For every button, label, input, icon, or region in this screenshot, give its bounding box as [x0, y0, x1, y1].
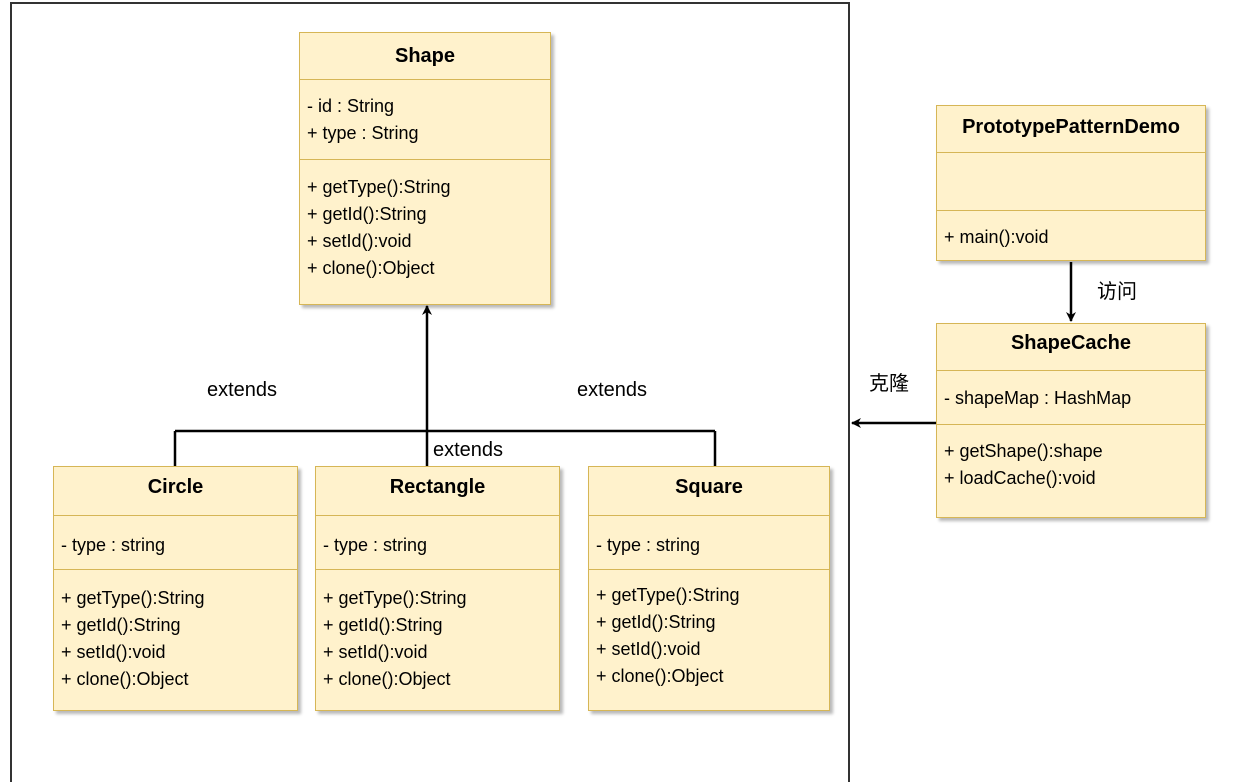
method: + clone():Object — [307, 258, 435, 278]
class-name: Rectangle — [389, 476, 486, 498]
class-prototype-pattern-demo[interactable]: PrototypePatternDemo + main():void — [936, 105, 1206, 261]
method: + setId():void — [596, 639, 701, 659]
class-rectangle[interactable]: Rectangle - type : string + getType():St… — [315, 466, 560, 711]
class-name: Shape — [394, 45, 456, 67]
method: + getShape():shape — [944, 441, 1103, 461]
class-shape-cache[interactable]: ShapeCache - shapeMap : HashMap + getSha… — [936, 323, 1206, 518]
class-square[interactable]: Square - type : string + getType():Strin… — [588, 466, 830, 711]
class-shape[interactable]: Shape - id : String + type : String + ge… — [299, 32, 551, 305]
method: + getType():String — [61, 588, 205, 608]
attribute: - type : string — [61, 535, 166, 555]
separator — [937, 370, 1205, 371]
attributes-section: - type : string — [323, 532, 555, 559]
class-name: PrototypePatternDemo — [962, 116, 1180, 138]
class-name: Square — [675, 476, 743, 498]
clone-label: 克隆 — [869, 373, 909, 395]
attribute: + type : String — [307, 123, 419, 143]
method: + main():void — [944, 227, 1049, 247]
attribute: - id : String — [307, 96, 395, 116]
methods-section: + getType():String + getId():String + se… — [61, 585, 293, 693]
method: + getType():String — [596, 585, 740, 605]
separator — [54, 515, 297, 516]
separator — [316, 515, 559, 516]
method: + getType():String — [307, 177, 451, 197]
separator — [589, 515, 829, 516]
methods-section: + getType():String + getId():String + se… — [307, 174, 546, 282]
class-name: ShapeCache — [1010, 332, 1132, 354]
separator — [937, 210, 1205, 211]
methods-section: + main():void — [944, 224, 1201, 251]
attribute: - type : string — [596, 535, 701, 555]
separator — [300, 159, 550, 160]
extends-label-left: extends — [207, 379, 278, 401]
separator — [316, 569, 559, 570]
separator — [300, 79, 550, 80]
attributes-section: - type : string — [61, 532, 293, 559]
methods-section: + getType():String + getId():String + se… — [323, 585, 555, 693]
attributes-section: - shapeMap : HashMap — [944, 385, 1201, 412]
separator — [54, 569, 297, 570]
method: + getId():String — [323, 615, 443, 635]
method: + getId():String — [596, 612, 716, 632]
separator — [937, 424, 1205, 425]
method: + loadCache():void — [944, 468, 1096, 488]
method: + setId():void — [307, 231, 412, 251]
methods-section: + getShape():shape + loadCache():void — [944, 438, 1201, 492]
method: + getId():String — [61, 615, 181, 635]
extends-label-center: extends — [433, 439, 504, 461]
attribute: - type : string — [323, 535, 428, 555]
methods-section: + getType():String + getId():String + se… — [596, 582, 825, 690]
diagram-frame — [10, 2, 850, 782]
attribute: - shapeMap : HashMap — [944, 388, 1132, 408]
separator — [937, 152, 1205, 153]
class-circle[interactable]: Circle - type : string + getType():Strin… — [53, 466, 298, 711]
method: + clone():Object — [61, 669, 189, 689]
method: + setId():void — [61, 642, 166, 662]
class-name: Circle — [147, 476, 204, 498]
method: + getType():String — [323, 588, 467, 608]
method: + clone():Object — [596, 666, 724, 686]
visit-label: 访问 — [1097, 281, 1137, 303]
attributes-section: - type : string — [596, 532, 825, 559]
separator — [589, 569, 829, 570]
method: + setId():void — [323, 642, 428, 662]
extends-label-right: extends — [577, 379, 648, 401]
method: + clone():Object — [323, 669, 451, 689]
method: + getId():String — [307, 204, 427, 224]
attributes-section: - id : String + type : String — [307, 93, 546, 147]
